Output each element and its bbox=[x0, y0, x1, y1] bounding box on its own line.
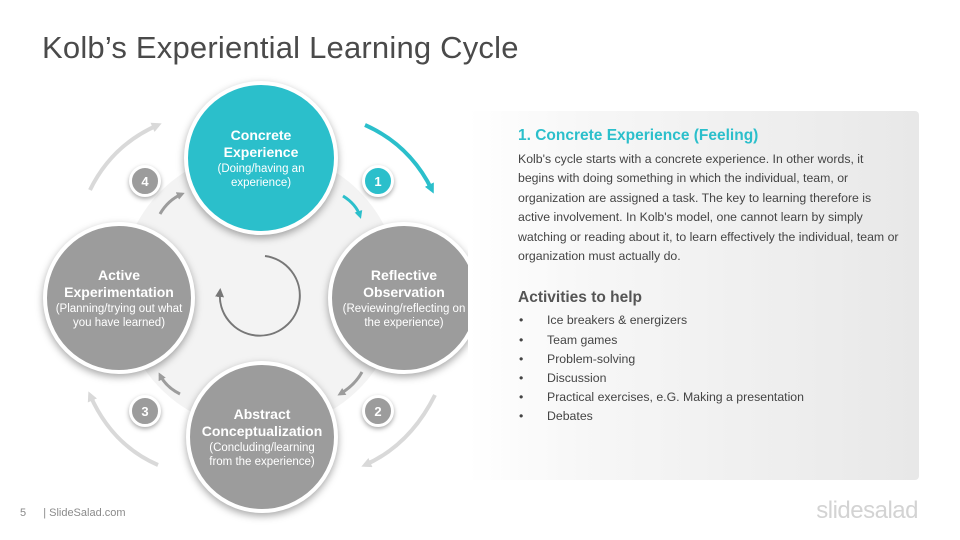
list-item-text: Team games bbox=[547, 332, 618, 347]
node-subtitle: (Concluding/learning from the experience… bbox=[209, 441, 315, 468]
step-badge-2: 2 bbox=[362, 395, 394, 427]
panel-heading: 1. Concrete Experience (Feeling) bbox=[518, 127, 759, 144]
list-item: • Discussion bbox=[518, 369, 903, 388]
footer: 5 | SlideSalad.com bbox=[20, 507, 126, 519]
panel-body: Kolb's cycle starts with a concrete expe… bbox=[518, 152, 899, 264]
outer-arrow-top-right bbox=[364, 123, 434, 194]
list-item: • Debates bbox=[518, 407, 903, 426]
cycle-diagram bbox=[87, 122, 437, 468]
footer-site-link[interactable]: | SlideSalad.com bbox=[43, 507, 126, 519]
outer-arrow-bottom-right bbox=[361, 394, 437, 468]
list-item: • Team games bbox=[518, 331, 903, 350]
node-title: Abstract Conceptualization bbox=[201, 405, 323, 439]
inner-arrow-4 bbox=[158, 192, 185, 215]
node-subtitle: (Planning/trying out what you have learn… bbox=[55, 302, 183, 329]
step-badge-4: 4 bbox=[129, 165, 161, 197]
node-title: Concrete Experience bbox=[223, 126, 299, 160]
node-title: Active Experimentation bbox=[64, 266, 174, 300]
bullet-icon: • bbox=[519, 409, 524, 424]
node-reflective-observation[interactable]: Reflective Observation (Reviewing/reflec… bbox=[328, 222, 480, 374]
list-item-text: Problem-solving bbox=[547, 351, 636, 366]
bullet-icon: • bbox=[519, 351, 524, 366]
inner-arrow-2 bbox=[337, 371, 364, 396]
list-item: • Problem-solving bbox=[518, 350, 903, 369]
list-item: • Practical exercises, e.G. Making a pres… bbox=[518, 388, 903, 407]
bullet-icon: • bbox=[519, 313, 524, 328]
center-cycle-arrow bbox=[215, 255, 301, 337]
node-active-experimentation[interactable]: Active Experimentation (Planning/trying … bbox=[43, 222, 195, 374]
node-abstract-conceptualization[interactable]: Abstract Conceptualization (Concluding/l… bbox=[186, 361, 338, 513]
bullet-icon: • bbox=[519, 371, 524, 386]
activities-heading: Activities to help bbox=[518, 289, 643, 307]
description-panel: 1. Concrete Experience (Feeling) Kolb's … bbox=[468, 111, 919, 480]
backdrop-ring bbox=[120, 150, 400, 430]
outer-arrow-top-left bbox=[88, 122, 162, 191]
node-subtitle: (Reviewing/reflecting on the experience) bbox=[342, 302, 466, 329]
list-item-text: Practical exercises, e.G. Making a prese… bbox=[547, 390, 804, 405]
outer-arrow-bottom-left bbox=[87, 391, 159, 467]
list-item-text: Debates bbox=[547, 409, 593, 424]
inner-arrow-3 bbox=[158, 372, 181, 396]
node-subtitle: (Doing/having an experience) bbox=[217, 162, 305, 189]
list-item-text: Ice breakers & energizers bbox=[547, 313, 688, 328]
slidesalad-logo: slidesalad bbox=[816, 497, 918, 524]
list-item-text: Discussion bbox=[547, 371, 607, 386]
activities-list: • Ice breakers & energizers • Team games •… bbox=[518, 311, 903, 426]
step-badge-3: 3 bbox=[129, 395, 161, 427]
slide-title: Kolb’s Experiential Learning Cycle bbox=[42, 30, 519, 65]
node-title: Reflective Observation bbox=[363, 266, 445, 300]
bullet-icon: • bbox=[519, 390, 524, 405]
step-badge-1: 1 bbox=[362, 165, 394, 197]
inner-arrow-1 bbox=[342, 194, 363, 219]
list-item: • Ice breakers & energizers bbox=[518, 311, 903, 330]
bullet-icon: • bbox=[519, 332, 524, 347]
node-concrete-experience[interactable]: Concrete Experience (Doing/having an exp… bbox=[184, 81, 338, 235]
page-number: 5 bbox=[20, 507, 27, 519]
